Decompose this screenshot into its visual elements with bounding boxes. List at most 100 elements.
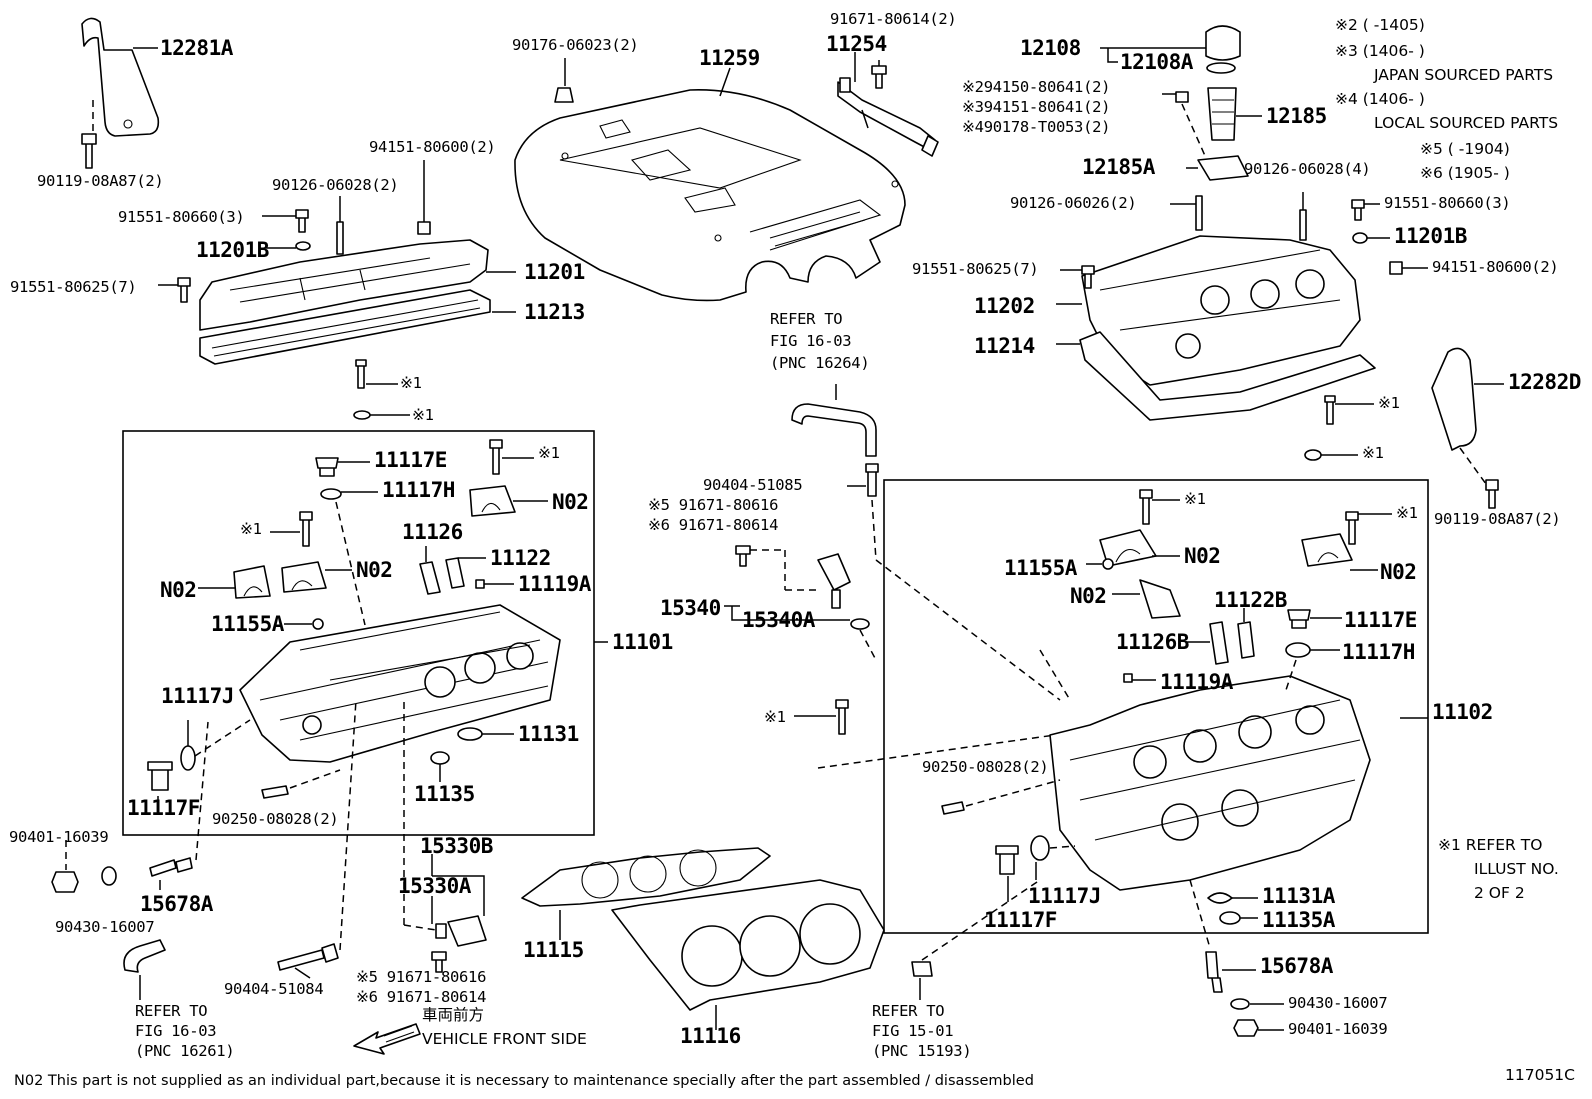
- label-11201B-left: 11201B: [196, 238, 269, 262]
- drain-cock-15678A-left: [149, 857, 193, 877]
- label-11254: 11254: [826, 32, 887, 56]
- label-90176: 90176-06023(2): [512, 36, 639, 54]
- union-90404-51084: [277, 943, 339, 971]
- label-11135: 11135: [414, 782, 475, 806]
- label-90178: ※490178-T0053(2): [962, 118, 1111, 136]
- bearing-cap-N02-f: [1301, 533, 1353, 567]
- hose-16261: [123, 939, 166, 973]
- label-12282D: 12282D: [1508, 370, 1581, 394]
- bolt-91671-bottom: [431, 951, 447, 973]
- gasket-12185A: [1197, 155, 1249, 181]
- label-ref1-e: ※1: [538, 444, 560, 462]
- left-head-group-frame: [122, 430, 595, 836]
- bolt-90119-left: [81, 133, 97, 169]
- sensor-15330A: [447, 915, 487, 947]
- label-11122B: 11122B: [1214, 588, 1287, 612]
- label-90126-06026: 90126-06026(2): [1010, 194, 1137, 212]
- label-11117H-left: 11117H: [382, 478, 455, 502]
- legend-n4: ※4 (1406- ): [1335, 90, 1425, 108]
- label-11119A-left: 11119A: [518, 572, 591, 596]
- label-11119A-right: 11119A: [1160, 670, 1233, 694]
- label-94151-80641: ※394151-80641(2): [962, 98, 1111, 116]
- label-11117J-left: 11117J: [161, 684, 234, 708]
- drain-cock-15678A-right: [1205, 951, 1223, 993]
- ref-c-line2: FIG 15-01: [872, 1022, 954, 1040]
- bearing-cap-N02-c: [281, 561, 327, 593]
- label-91671-80616-mid: ※5 91671-80616: [648, 496, 779, 514]
- label-91671-80614-bottom: ※6 91671-80614: [356, 988, 487, 1006]
- label-ref1-h: ※1: [1184, 490, 1206, 508]
- label-11117E-left: 11117E: [374, 448, 447, 472]
- bearing-cap-N02-e: [1139, 579, 1181, 619]
- nut-94151-right: [1389, 261, 1403, 275]
- legend-refer-2: ILLUST NO.: [1474, 860, 1559, 878]
- label-11201B-right: 11201B: [1394, 224, 1467, 248]
- label-90126-06028-2: 90126-06028(2): [272, 176, 399, 194]
- label-90119-left: 90119-08A87(2): [37, 172, 164, 190]
- stud-90126-left: [336, 221, 344, 255]
- label-11131: 11131: [518, 722, 579, 746]
- label-11126B: 11126B: [1116, 630, 1189, 654]
- label-90126-06028-4: 90126-06028(4): [1244, 160, 1371, 178]
- plug-15193: [911, 961, 933, 977]
- label-ref1-f: ※1: [240, 520, 262, 538]
- label-N02-b: N02: [356, 558, 393, 582]
- guide-11122B: [1237, 621, 1255, 659]
- label-90119-right: 90119-08A87(2): [1434, 510, 1561, 528]
- guide-11126B: [1209, 621, 1229, 665]
- label-11131A: 11131A: [1262, 884, 1335, 908]
- label-11259: 11259: [699, 46, 760, 70]
- label-90401-right: 90401-16039: [1288, 1020, 1388, 1038]
- vvt-valve-15340: [817, 553, 851, 609]
- ref-a-line1: REFER TO: [770, 310, 843, 328]
- front-arrow-icon: [353, 1023, 421, 1055]
- bolt-91671-mid: [735, 545, 751, 567]
- label-90250-right: 90250-08028(2): [922, 758, 1049, 776]
- label-N02-f: N02: [1380, 560, 1417, 584]
- bolt-91671-top: [871, 65, 887, 89]
- label-11115: 11115: [523, 938, 584, 962]
- label-11155A-right: 11155A: [1004, 556, 1077, 580]
- ref-a-line2: FIG 16-03: [770, 332, 852, 350]
- bearing-cap-N02-b: [233, 565, 271, 599]
- label-ref1-a: ※1: [400, 374, 422, 392]
- bolt-91551-80660-right: [1351, 199, 1365, 221]
- ref-c-line3: (PNC 15193): [872, 1042, 972, 1060]
- label-90250-left: 90250-08028(2): [212, 810, 339, 828]
- label-N02-d: N02: [1184, 544, 1221, 568]
- label-11101: 11101: [612, 630, 673, 654]
- label-11135A: 11135A: [1262, 908, 1335, 932]
- label-12281A: 12281A: [160, 36, 233, 60]
- cylinder-head-11102: [1049, 675, 1371, 891]
- ref-c-line1: REFER TO: [872, 1002, 945, 1020]
- label-11116: 11116: [680, 1024, 741, 1048]
- legend-refer-1: ※1 REFER TO: [1438, 836, 1543, 854]
- hose-16264: [791, 403, 877, 457]
- label-12185A: 12185A: [1082, 155, 1155, 179]
- label-12185: 12185: [1266, 104, 1327, 128]
- label-N02-e: N02: [1070, 584, 1107, 608]
- label-11155A-left: 11155A: [211, 612, 284, 636]
- ref-b-line2: FIG 16-03: [135, 1022, 217, 1040]
- label-91551-80625-left: 91551-80625(7): [10, 278, 137, 296]
- bolt-91551-80625-left: [177, 277, 191, 303]
- label-15330B: 15330B: [420, 834, 493, 858]
- label-ref1-g: ※1: [764, 708, 786, 726]
- plug-11117F-right: [995, 845, 1019, 875]
- label-12108: 12108: [1020, 36, 1081, 60]
- label-N02-a: N02: [552, 490, 589, 514]
- ref-b-line1: REFER TO: [135, 1002, 208, 1020]
- footnote: N02 This part is not supplied as an indi…: [14, 1073, 1034, 1089]
- plug-90401-left: [51, 871, 79, 893]
- legend-n3: ※3 (1406- ): [1335, 42, 1425, 60]
- label-ref1-c: ※1: [1378, 394, 1400, 412]
- legend-refer-3: 2 OF 2: [1474, 884, 1525, 902]
- ref-b-line3: (PNC 16261): [135, 1042, 235, 1060]
- label-91551-80660-right: 91551-80660(3): [1384, 194, 1511, 212]
- label-90430-left: 90430-16007: [55, 918, 155, 936]
- label-11126: 11126: [402, 520, 463, 544]
- label-15340A: 15340A: [742, 608, 815, 632]
- label-94150: ※294150-80641(2): [962, 78, 1111, 96]
